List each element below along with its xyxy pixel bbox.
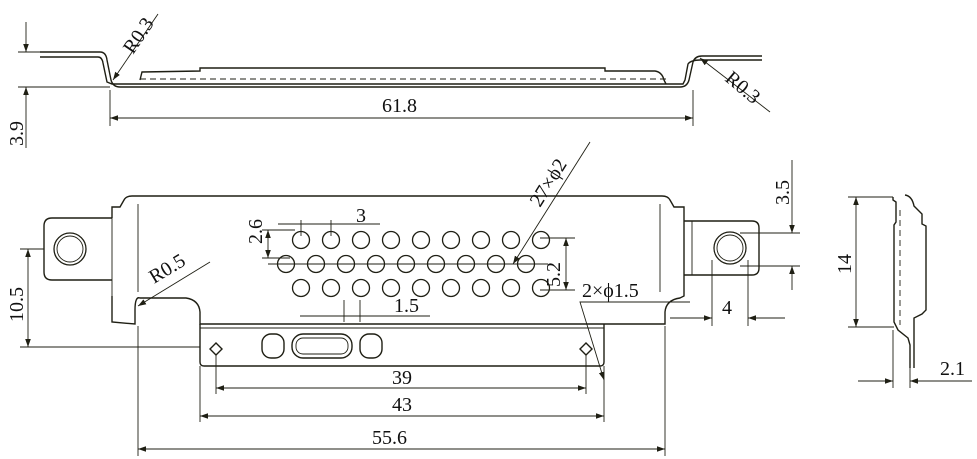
tab-offset-label: 3.5 (772, 180, 794, 205)
top-radius-left-label: R0.3 (119, 14, 159, 58)
grid-hole (501, 230, 521, 250)
body-width-label: 55.6 (372, 427, 407, 449)
small-hole-left (209, 342, 223, 356)
corner-radius-label: R0.5 (145, 250, 189, 289)
side-profile-inner (904, 194, 927, 368)
front-right-tab-hole-inner (716, 234, 744, 262)
hole-count-leader (512, 141, 591, 265)
top-profile-inner (40, 56, 762, 85)
top-length-label: 61.8 (382, 95, 417, 117)
grid-hole (291, 278, 311, 298)
grid-hole (321, 278, 341, 298)
row-spacing-label: 5.2 (543, 262, 565, 287)
front-view: 2.6 3 27×ϕ2 5.2 1.5 R0.5 10.5 3.5 (6, 141, 800, 456)
front-left-tab-hole (53, 232, 87, 266)
hole-span-label: 39 (392, 367, 412, 389)
grid-hole (381, 278, 401, 298)
side-thickness-label: 2.1 (940, 358, 965, 380)
side-height-label: 14 (834, 254, 856, 274)
front-foot (199, 324, 605, 367)
top-radius-right-leader (699, 57, 771, 113)
stagger-label: 1.5 (394, 295, 419, 317)
grid-hole (411, 278, 431, 298)
top-height-label: 3.9 (6, 121, 28, 146)
top-profile-rib (139, 67, 667, 85)
grid-hole (441, 278, 461, 298)
hole-size-label: 2.6 (245, 219, 267, 244)
grid-hole (441, 230, 461, 250)
foot-slot-right (359, 333, 383, 359)
small-holes-label: 2×ϕ1.5 (582, 280, 639, 302)
grid-hole (531, 230, 551, 250)
top-radius-left-leader (112, 13, 159, 81)
side-profile-outer (892, 197, 911, 368)
top-profile-outer (40, 51, 762, 88)
grid-hole (471, 230, 491, 250)
foot-slot-left (261, 333, 285, 359)
side-view: 14 2.1 (834, 194, 972, 388)
front-right-tab-hole (713, 231, 747, 265)
grid-hole (381, 230, 401, 250)
top-view: R0.3 R0.3 3.9 61.8 (6, 13, 771, 148)
hole-pitch-label: 3 (356, 205, 366, 227)
front-right-tab (684, 220, 760, 276)
tab-width-label: 4 (722, 297, 732, 319)
tab-height-label: 10.5 (6, 287, 28, 322)
hole-count-label: 27×ϕ2 (526, 155, 572, 211)
grid-hole (471, 278, 491, 298)
small-hole-right (579, 342, 593, 356)
front-left-tab-hole-inner (56, 235, 84, 263)
small-holes-leader (579, 301, 690, 381)
grid-hole (411, 230, 431, 250)
grid-hole (351, 230, 371, 250)
grid-hole (531, 278, 551, 298)
grid-hole (501, 278, 521, 298)
grid-hole (351, 278, 371, 298)
foot-slot-center (291, 333, 353, 359)
foot-slot-center-inner (295, 337, 349, 355)
front-plate-outline (111, 195, 685, 325)
foot-width-label: 43 (392, 394, 412, 416)
corner-radius-leader (137, 261, 211, 307)
hole-grid (268, 230, 551, 298)
